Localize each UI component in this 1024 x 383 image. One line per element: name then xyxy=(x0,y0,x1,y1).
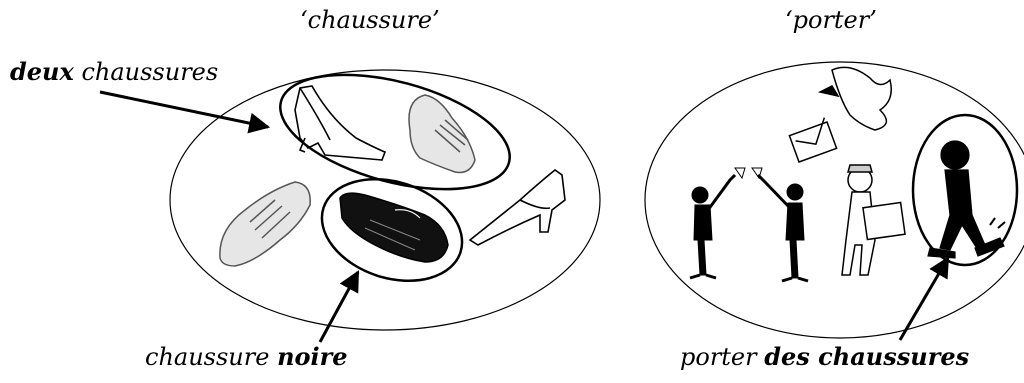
noire-arrow xyxy=(320,272,358,342)
chaussure-set-ellipse xyxy=(170,70,600,330)
delivery-person-icon xyxy=(842,165,905,275)
person-toasting-right-icon xyxy=(752,168,808,281)
deux-arrow xyxy=(100,92,268,127)
bird-with-letter-icon xyxy=(789,67,891,162)
high-heel-shoe-right-icon xyxy=(470,170,565,245)
person-toasting-left-icon xyxy=(690,168,745,278)
porter-arrow xyxy=(900,258,948,340)
high-heel-shoe-icon xyxy=(295,86,385,160)
black-shoe-icon xyxy=(340,193,448,262)
gray-oxford-shoe-left-icon xyxy=(220,182,310,266)
walking-person-shoes-icon xyxy=(928,141,1005,258)
